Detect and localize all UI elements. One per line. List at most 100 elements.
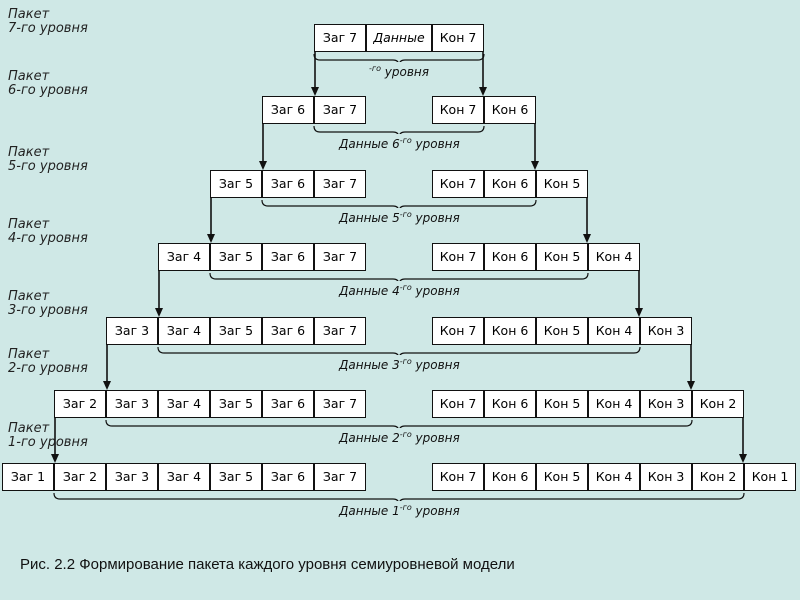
header-cell: Заг 4 [158, 390, 210, 418]
brace-label-suffix: уровня [411, 137, 460, 151]
brace-label-prefix: Данные 1 [339, 504, 400, 518]
arrow-head-left [311, 87, 319, 96]
header-cell: Заг 7 [314, 170, 366, 198]
trailer-cell: Кон 6 [484, 463, 536, 491]
header-cell: Заг 2 [54, 463, 106, 491]
header-cell: Заг 3 [106, 390, 158, 418]
level-label-level: 6-го уровня [8, 83, 88, 98]
trailer-cell: Кон 2 [692, 390, 744, 418]
trailer-cell: Кон 4 [588, 317, 640, 345]
trailer-cell: Кон 6 [484, 96, 536, 124]
header-cell: Заг 4 [158, 317, 210, 345]
header-cell: Заг 7 [314, 96, 366, 124]
brace-label-sup: -го [369, 64, 381, 73]
data-cell: Данные [366, 24, 432, 52]
header-cell: Заг 7 [314, 243, 366, 271]
brace-label-3: Данные 3-го уровня [337, 355, 462, 372]
arrow-head-right [635, 308, 643, 317]
trailer-cell: Кон 7 [432, 170, 484, 198]
brace-label-7: -го уровня [367, 62, 431, 79]
trailer-cell: Кон 6 [484, 390, 536, 418]
trailer-cell: Кон 6 [484, 170, 536, 198]
trailer-cell: Кон 7 [432, 317, 484, 345]
level-label-level: 3-го уровня [8, 303, 88, 318]
level-label-word: Пакет [8, 289, 50, 304]
header-cell: Заг 3 [106, 463, 158, 491]
arrow-head-left [155, 308, 163, 317]
trailer-cell: Кон 7 [432, 243, 484, 271]
level-label-word: Пакет [8, 217, 50, 232]
brace-label-6: Данные 6-го уровня [337, 134, 462, 151]
trailer-cell: Кон 7 [432, 24, 484, 52]
header-cell: Заг 7 [314, 390, 366, 418]
brace-label-5: Данные 5-го уровня [337, 208, 462, 225]
brace-label-suffix: уровня [380, 65, 429, 79]
brace-label-2: Данные 2-го уровня [337, 428, 462, 445]
level-label-word: Пакет [8, 421, 50, 436]
trailer-cell: Кон 7 [432, 96, 484, 124]
trailer-cell: Кон 5 [536, 317, 588, 345]
brace-label-1: Данные 1-го уровня [337, 501, 462, 518]
level-label-word: Пакет [8, 69, 50, 84]
brace-label-sup: -го [399, 503, 412, 512]
level-label-level: 7-го уровня [8, 21, 88, 36]
brace-label-prefix: Данные 5 [339, 211, 400, 225]
brace-label-prefix: Данные 6 [339, 137, 400, 151]
level-label-word: Пакет [8, 347, 50, 362]
brace-label-sup: -го [399, 357, 412, 366]
header-cell: Заг 7 [314, 24, 366, 52]
arrow-head-right [531, 161, 539, 170]
header-cell: Заг 6 [262, 317, 314, 345]
brace-label-suffix: уровня [411, 284, 460, 298]
brace-label-suffix: уровня [411, 358, 460, 372]
brace-label-sup: -го [399, 136, 412, 145]
trailer-cell: Кон 4 [588, 463, 640, 491]
level-label-word: Пакет [8, 145, 50, 160]
arrow-head-left [207, 234, 215, 243]
header-cell: Заг 7 [314, 317, 366, 345]
brace-label-suffix: уровня [411, 211, 460, 225]
arrow-head-left [259, 161, 267, 170]
arrow-head-right [479, 87, 487, 96]
trailer-cell: Кон 1 [744, 463, 796, 491]
brace-label-sup: -го [399, 283, 412, 292]
trailer-cell: Кон 3 [640, 463, 692, 491]
brace-label-prefix: Данные 3 [339, 358, 400, 372]
arrow-head-right [687, 381, 695, 390]
brace-label-sup: -го [399, 210, 412, 219]
figure-caption: Рис. 2.2 Формирование пакета каждого уро… [20, 556, 515, 573]
brace-label-suffix: уровня [411, 431, 460, 445]
brace-label-prefix: Данные 2 [339, 431, 400, 445]
level-label-level: 4-го уровня [8, 231, 88, 246]
arrow-head-left [51, 454, 59, 463]
level-label-level: 2-го уровня [8, 361, 88, 376]
header-cell: Заг 2 [54, 390, 106, 418]
trailer-cell: Кон 5 [536, 243, 588, 271]
trailer-cell: Кон 2 [692, 463, 744, 491]
trailer-cell: Кон 7 [432, 390, 484, 418]
trailer-cell: Кон 3 [640, 390, 692, 418]
brace-label-prefix: Данные 4 [339, 284, 400, 298]
level-label-level: 1-го уровня [8, 435, 88, 450]
header-cell: Заг 6 [262, 170, 314, 198]
header-cell: Заг 4 [158, 463, 210, 491]
header-cell: Заг 4 [158, 243, 210, 271]
header-cell: Заг 6 [262, 243, 314, 271]
header-cell: Заг 3 [106, 317, 158, 345]
arrow-head-right [583, 234, 591, 243]
header-cell: Заг 6 [262, 96, 314, 124]
trailer-cell: Кон 4 [588, 390, 640, 418]
trailer-cell: Кон 5 [536, 170, 588, 198]
trailer-cell: Кон 7 [432, 463, 484, 491]
header-cell: Заг 6 [262, 463, 314, 491]
trailer-cell: Кон 5 [536, 390, 588, 418]
brace-label-suffix: уровня [411, 504, 460, 518]
brace-label-4: Данные 4-го уровня [337, 281, 462, 298]
